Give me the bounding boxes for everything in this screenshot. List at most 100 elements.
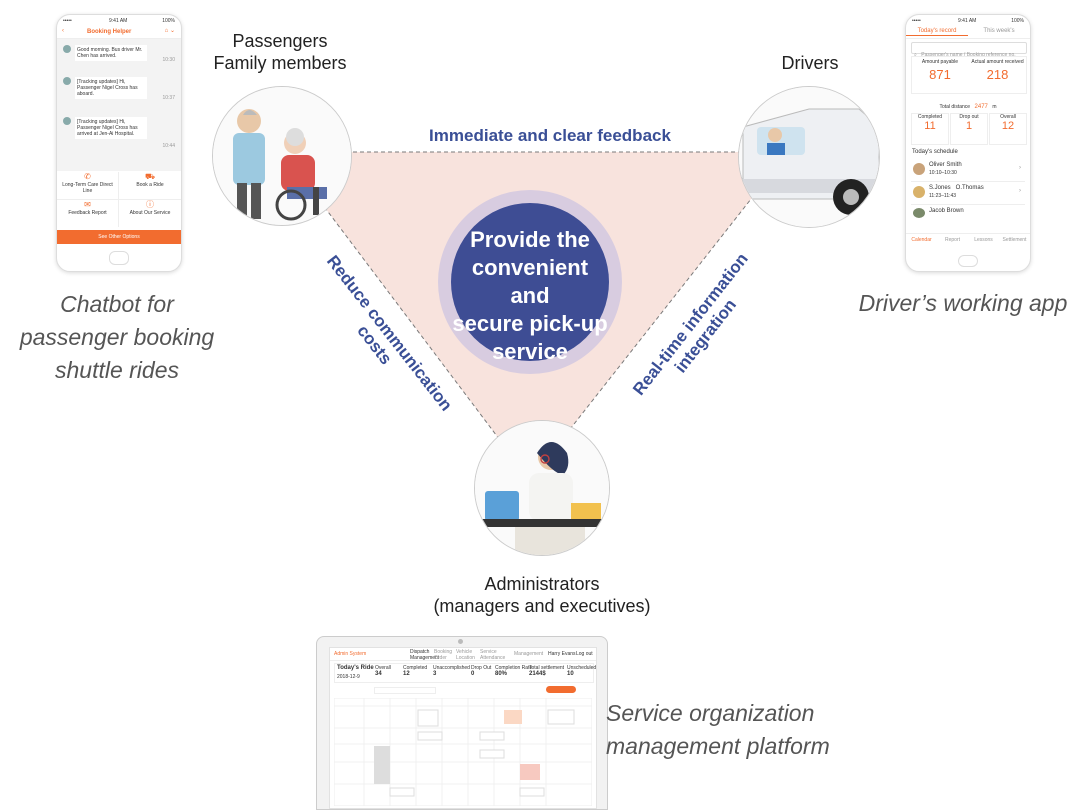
nav-report[interactable]: Report	[944, 237, 960, 243]
driver-phone: ••••• 9:41 AM 100% Today's record This w…	[905, 14, 1031, 272]
admin-nav-item[interactable]: Service Attendance	[480, 649, 506, 661]
see-other-options-label: See Other Options	[98, 234, 140, 240]
chatbot-caption-line-3: shuttle rides	[54, 357, 179, 383]
admin-label-line-1: Administrators	[484, 574, 600, 594]
admin-stat-value: 3	[433, 671, 437, 677]
schedule-item[interactable]: S.Jones O.Thomas 11:23–11:43 ›	[911, 182, 1025, 205]
chat-message-text: [Tracking updates] Hi, Passenger Nigel C…	[75, 117, 147, 139]
admin-illustration	[474, 420, 610, 556]
chatbot-title: Booking Helper	[87, 29, 132, 35]
total-distance: Total distance 2477 m	[911, 95, 1025, 110]
admin-nav-item[interactable]: Booking Order	[434, 649, 453, 661]
admin-search-input[interactable]	[374, 687, 436, 694]
stat-value: 11	[924, 120, 936, 132]
admin-stat-value: 80%	[495, 671, 508, 677]
status-dots: •••••	[912, 18, 921, 24]
bot-avatar-icon	[63, 45, 71, 53]
avatar	[913, 208, 925, 218]
chevron-right-icon: ›	[1019, 165, 1021, 171]
passengers-illustration	[212, 86, 352, 226]
nav-lessons[interactable]: Lessons	[974, 237, 993, 243]
admin-stat-value: 10	[567, 671, 574, 677]
search-input[interactable]: ⌕ Passenger's name / Booking reference n…	[911, 42, 1027, 58]
admin-date: 2018-12-9	[337, 674, 360, 680]
chat-message-time: 10:30	[162, 57, 175, 63]
avatar	[913, 186, 925, 198]
menu-item-label: Book a Ride	[136, 182, 164, 188]
amount-card: Amount payable 871 Actual amount receive…	[911, 56, 1027, 94]
total-distance-label: Total distance	[939, 104, 971, 110]
admin-nav-item[interactable]: Vehicle Location	[456, 649, 475, 661]
passengers-label-line-1: Passengers	[232, 31, 328, 51]
chat-message-time: 10:37	[162, 95, 175, 101]
chat-message-text: [Tracking updates] Hi, Passenger Nigel C…	[75, 77, 147, 99]
chevron-right-icon: ›	[1019, 188, 1021, 194]
schedule-time: 11:23–11:43	[929, 193, 957, 199]
amount-payable-value: 871	[929, 67, 951, 82]
search-icon: ⌕	[914, 52, 917, 58]
chatbot-caption-line-1: Chatbot for	[60, 291, 174, 317]
menu-item-feedback[interactable]: ✉ Feedback Report	[57, 200, 119, 227]
chat-message-3: [Tracking updates] Hi, Passenger Nigel C…	[63, 117, 175, 149]
menu-item-book-ride[interactable]: ⛟ Book a Ride	[119, 172, 181, 200]
admin-header: Admin System Dispatch Management Booking…	[330, 648, 596, 661]
admin-user[interactable]: Harry Evans	[548, 651, 576, 657]
admin-image	[475, 421, 609, 555]
car-icon: ⛟	[144, 172, 156, 181]
passengers-image	[213, 87, 351, 225]
nav-settlement[interactable]: Settlement	[1002, 237, 1027, 243]
chat-message-1: Good morning. Bus driver Mr. Chen has ar…	[63, 45, 175, 63]
stats-row: Completed 11 Drop out 1 Overall 12	[911, 113, 1027, 145]
menu-item-direct-line[interactable]: ✆ Long-Term Care Direct Line	[57, 172, 119, 200]
stat-label: Overall	[1000, 114, 1016, 120]
laptop: Admin System Dispatch Management Booking…	[306, 636, 616, 812]
admin-stat-value: 12	[403, 671, 410, 677]
tab-today[interactable]: Today's record	[906, 28, 968, 36]
edge-label-top: Immediate and clear feedback	[429, 126, 671, 145]
admin-title: Today's Ride	[337, 665, 374, 671]
home-button[interactable]	[958, 255, 978, 267]
nav-calendar[interactable]: Calendar	[911, 237, 932, 243]
schedule-title: Today's schedule	[912, 149, 958, 155]
bot-avatar-icon	[63, 117, 71, 125]
center-line-4: service	[492, 339, 568, 364]
feedback-icon: ✉	[84, 200, 91, 209]
admin-nav-item[interactable]: Dispatch Management	[410, 649, 440, 661]
admin-stat-label: Completion Rate	[495, 665, 533, 671]
total-distance-value: 2477	[974, 104, 988, 110]
schedule-name: Oliver Smith	[929, 162, 962, 168]
schedule-item[interactable]: Jacob Brown	[911, 205, 1025, 219]
home-icon[interactable]: ⌂ ⌄	[164, 28, 175, 34]
avatar	[913, 163, 925, 175]
stat-overall: Overall 12	[989, 113, 1027, 145]
admin-stat-label: Total settlement	[529, 665, 565, 671]
see-other-options-button[interactable]: See Other Options	[57, 230, 181, 244]
search-placeholder: Passenger's name / Booking reference no.	[921, 52, 1016, 58]
platform-caption-line-2: management platform	[606, 733, 830, 759]
driver-image	[739, 87, 879, 227]
home-button[interactable]	[109, 251, 129, 265]
stat-label: Completed	[917, 114, 943, 120]
menu-item-about[interactable]: ⓘ About Our Service	[119, 200, 181, 227]
dispatch-button[interactable]	[546, 686, 576, 693]
stat-value: 12	[1001, 120, 1015, 132]
actual-received-value: 218	[986, 67, 1009, 82]
status-dots: •••••	[63, 18, 72, 24]
tab-week[interactable]: This week's	[983, 28, 1015, 34]
schedule-item[interactable]: Oliver Smith 10:10–10:30 ›	[911, 159, 1025, 182]
menu-item-label: Feedback Report	[68, 210, 107, 216]
admin-nav-item[interactable]: Management	[514, 651, 544, 657]
admin-stat-value: 2144$	[529, 671, 546, 677]
admin-stat-label: Unaccomplished	[433, 665, 470, 671]
camera-icon	[458, 639, 463, 644]
logout-link[interactable]: Log out	[576, 651, 593, 657]
back-icon[interactable]: ‹	[62, 28, 64, 34]
driver-app-caption: Driver’s working app	[858, 290, 1068, 316]
phone-icon: ✆	[84, 172, 91, 181]
admin-brand: Admin System	[334, 651, 367, 657]
